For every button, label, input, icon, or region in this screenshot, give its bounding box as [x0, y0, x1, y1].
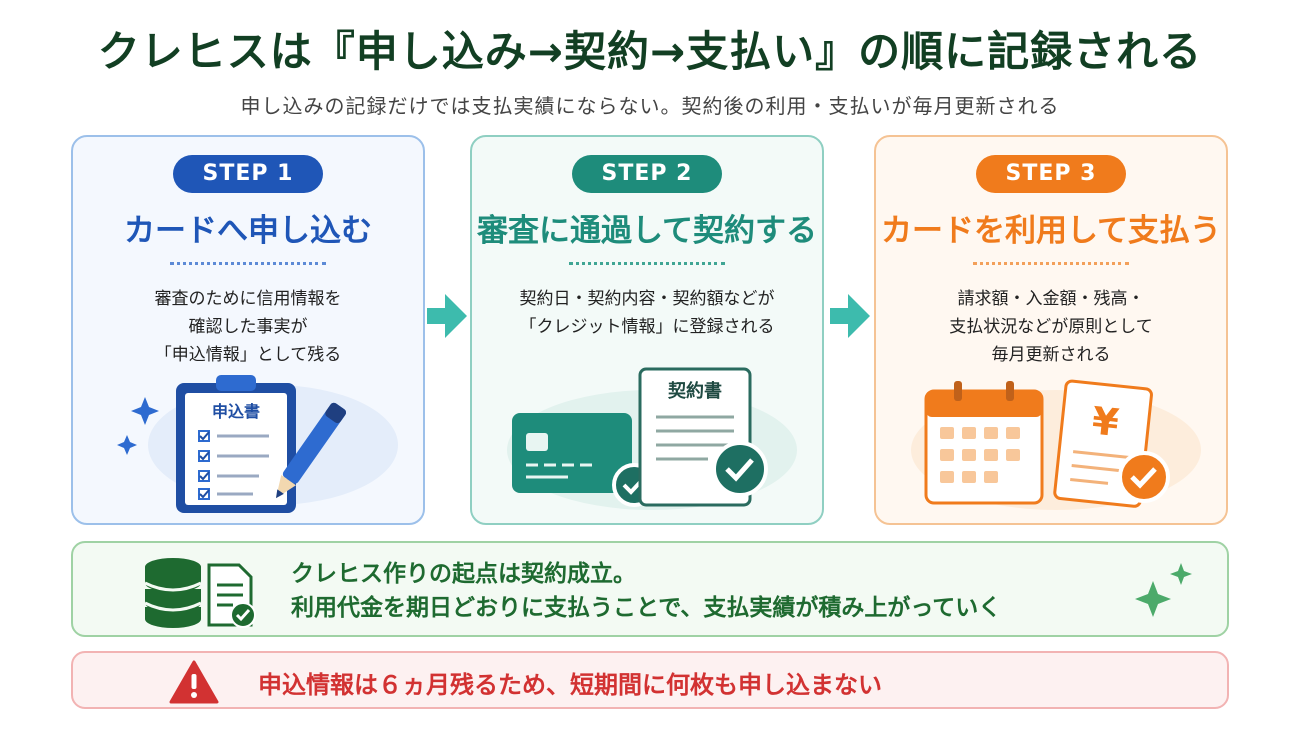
warning-icon: [169, 660, 219, 704]
arrow-right-icon: [427, 294, 467, 338]
key-point-banner: クレヒス作りの起点は契約成立。 利用代金を期日どおりに支払うことで、支払実績が積…: [71, 541, 1229, 637]
step-3-card: STEP 3 カードを利用して支払う 請求額・入金額・残高・ 支払状況などが原則…: [874, 135, 1228, 525]
contract-card-icon: 契約書: [507, 367, 797, 510]
step-1-card: STEP 1 カードへ申し込む 審査のために信用情報を 確認した事実が 「申込情…: [71, 135, 425, 525]
yen-label: ¥: [1090, 399, 1121, 446]
step-2-badge: STEP 2: [572, 155, 722, 193]
step-1-badge: STEP 1: [173, 155, 323, 193]
step-3-badge: STEP 3: [976, 155, 1126, 193]
step-3-divider: [973, 262, 1129, 265]
step-2-description: 契約日・契約内容・契約額などが 「クレジット情報」に登録される: [519, 289, 775, 337]
step-2-card: STEP 2 審査に通過して契約する 契約日・契約内容・契約額などが 「クレジッ…: [470, 135, 824, 525]
step-1-title: カードへ申し込む: [124, 213, 372, 249]
contract-label: 契約書: [667, 380, 722, 402]
sparkle-icon: [1135, 563, 1192, 617]
step-3-title: カードを利用して支払う: [880, 213, 1222, 249]
arrow-right-icon: [830, 294, 870, 338]
step-1-divider: [170, 262, 326, 265]
calendar-bill-icon: ¥: [911, 379, 1201, 510]
page-title: クレヒスは『申し込み→契約→支払い』の順に記録される: [97, 27, 1203, 76]
database-document-icon: [144, 558, 256, 628]
warning-text: 申込情報は６ヵ月残るため、短期間に何枚も申し込まない: [258, 671, 882, 699]
application-form-icon: 申込書: [117, 375, 398, 513]
step-1-description: 審査のために信用情報を 確認した事実が 「申込情報」として残る: [154, 289, 342, 365]
step-2-divider: [569, 262, 725, 265]
application-form-label: 申込書: [212, 402, 260, 421]
warning-banner: 申込情報は６ヵ月残るため、短期間に何枚も申し込まない: [71, 651, 1229, 709]
step-3-description: 請求額・入金額・残高・ 支払状況などが原則として 毎月更新される: [949, 289, 1153, 365]
key-point-text: クレヒス作りの起点は契約成立。 利用代金を期日どおりに支払うことで、支払実績が積…: [291, 561, 1002, 621]
step-2-title: 審査に通過して契約する: [476, 213, 818, 249]
page-subtitle: 申し込みの記録だけでは支払実績にならない。契約後の利用・支払いが毎月更新される: [240, 94, 1060, 118]
